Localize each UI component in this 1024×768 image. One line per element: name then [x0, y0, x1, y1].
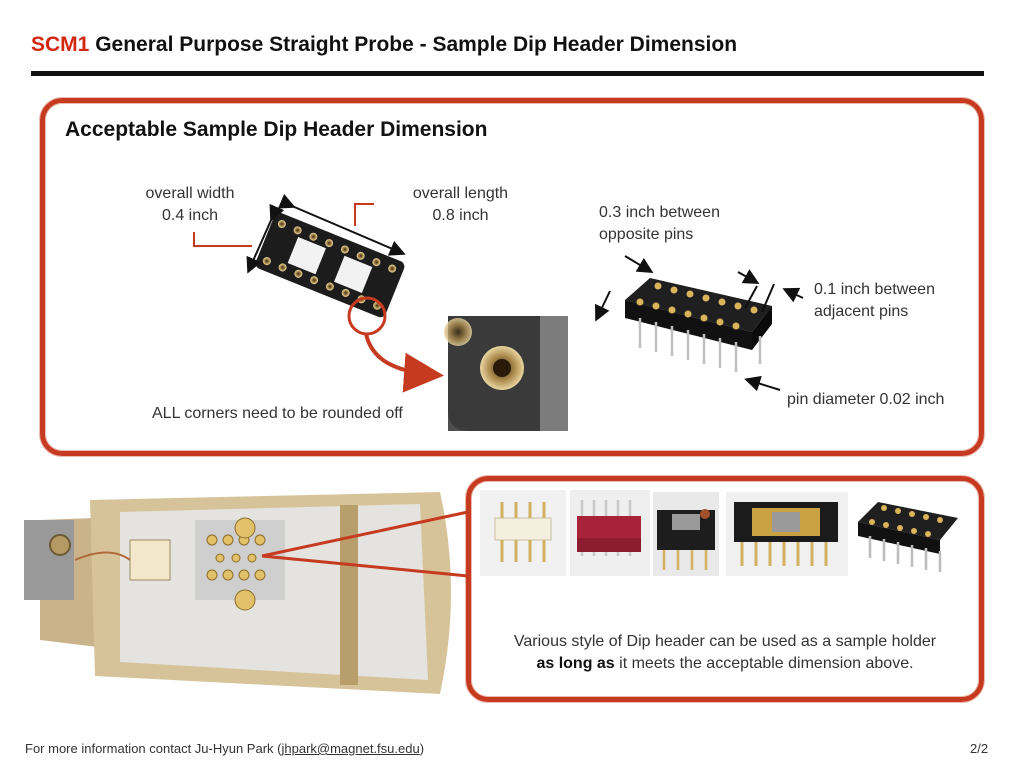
dip-header-black: [858, 502, 958, 572]
length-dimension-arrow: [277, 193, 406, 256]
dip-header-gold: [726, 492, 848, 576]
dip-header-red: [570, 490, 650, 576]
holder-description-rest: it meets the acceptable dimension above.: [614, 655, 914, 672]
dip-header-chip: [653, 492, 719, 576]
title-text: General Purpose Straight Probe - Sample …: [95, 33, 738, 56]
corner-callout-arrow: [364, 333, 444, 393]
adjacent-pins-label: 0.1 inch between adjacent pins: [814, 281, 935, 320]
probe-callout-wedge: [261, 510, 469, 578]
opposite-pins-arrow-2: [594, 290, 611, 322]
holder-description-bold: as long as: [536, 655, 615, 672]
page-number: 2/2: [970, 741, 989, 756]
pin-diameter-label: pin diameter 0.02 inch: [787, 391, 945, 408]
opposite-pins-label: 0.3 inch between opposite pins: [599, 204, 720, 243]
title-accent: SCM1: [31, 33, 90, 56]
dimension-panel-frame: [40, 98, 984, 456]
holder-examples-frame: [466, 476, 984, 702]
opposite-pins-arrow-1: [624, 255, 654, 274]
footer-suffix: ): [419, 741, 425, 756]
adjacent-pins-line-2: [761, 283, 775, 313]
width-dimension-arrow: [246, 203, 285, 274]
adjacent-pins-line-1: [744, 285, 758, 309]
holder-description-line1: Various style of Dip header can be used …: [513, 633, 937, 650]
section-heading: Acceptable Sample Dip Header Dimension: [65, 118, 488, 141]
contact-email-link[interactable]: jhpark@magnet.fsu.edu: [281, 741, 420, 756]
footer-contact: For more information contact Ju-Hyun Par…: [25, 741, 424, 756]
pin-diameter-arrow: [744, 375, 781, 392]
overall-length-label: overall length 0.8 inch: [412, 185, 509, 224]
adjacent-pins-arrow-2: [782, 287, 804, 303]
dip-header-white: [480, 490, 566, 576]
holder-description: Various style of Dip header can be used …: [475, 631, 975, 675]
title-underline: [31, 71, 984, 76]
footer-prefix: For more information contact Ju-Hyun Par…: [25, 741, 282, 756]
holder-description-line2: as long as it meets the acceptable dimen…: [475, 653, 975, 675]
dip-header-perspective: [625, 278, 772, 372]
overall-width-label: overall width 0.4 inch: [145, 185, 235, 224]
length-leader-line: [354, 203, 374, 226]
corners-note: ALL corners need to be rounded off: [152, 405, 403, 422]
page-title: SCM1 General Purpose Straight Probe - Sa…: [31, 33, 737, 57]
width-leader-line: [193, 232, 252, 247]
adjacent-pins-arrow-1: [737, 269, 760, 284]
probe-photo: [24, 492, 464, 695]
corner-closeup-photo: [444, 316, 568, 431]
